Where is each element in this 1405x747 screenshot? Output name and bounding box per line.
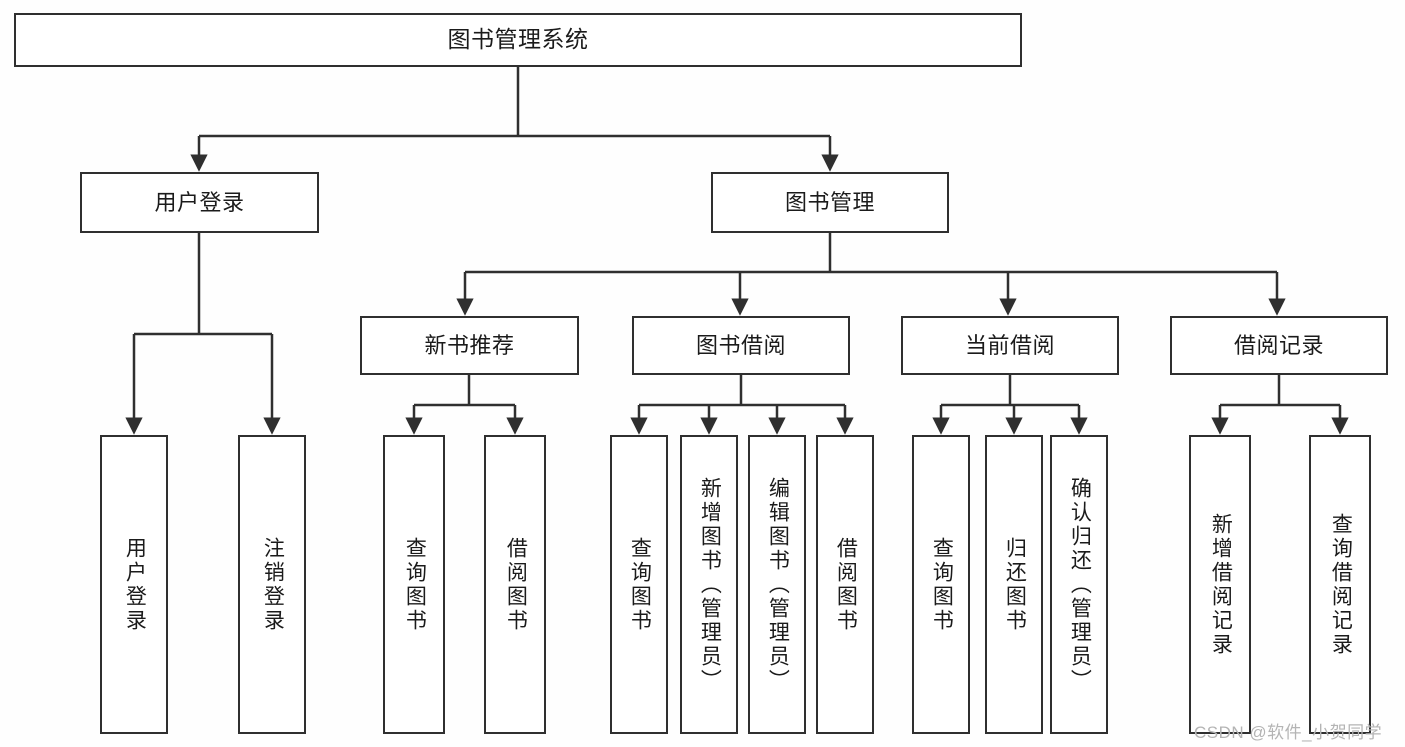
- leaf-node-12[interactable]: 新增借阅记录: [1189, 435, 1251, 734]
- node-label: 查询图书: [930, 536, 954, 633]
- node-label: 图书管理系统: [447, 26, 589, 53]
- node-label: 编辑图书（管理员）: [766, 476, 790, 693]
- leaf-node-8[interactable]: 借阅图书: [816, 435, 874, 734]
- leaf-node-1[interactable]: 用户登录: [100, 435, 168, 734]
- level2-node-2[interactable]: 图书管理: [711, 172, 949, 233]
- node-label: 当前借阅: [964, 332, 1055, 358]
- node-label: 借阅图书: [504, 536, 528, 633]
- level3-node-4[interactable]: 借阅记录: [1170, 316, 1388, 375]
- node-label: 归还图书: [1003, 536, 1027, 633]
- node-label: 查询图书: [628, 536, 652, 633]
- leaf-node-4[interactable]: 借阅图书: [484, 435, 546, 734]
- node-label: 图书管理: [784, 189, 875, 215]
- leaf-node-11[interactable]: 确认归还（管理员）: [1050, 435, 1108, 734]
- leaf-node-6[interactable]: 新增图书（管理员）: [680, 435, 738, 734]
- root-node-1[interactable]: 图书管理系统: [14, 13, 1022, 67]
- node-label: 查询借阅记录: [1329, 512, 1353, 657]
- level3-node-1[interactable]: 新书推荐: [360, 316, 579, 375]
- node-label: 图书借阅: [695, 332, 786, 358]
- node-label: 注销登录: [261, 536, 285, 633]
- node-label: 新增图书（管理员）: [698, 476, 722, 693]
- level3-node-3[interactable]: 当前借阅: [901, 316, 1119, 375]
- node-label: 查询图书: [403, 536, 427, 633]
- leaf-node-5[interactable]: 查询图书: [610, 435, 668, 734]
- leaf-node-10[interactable]: 归还图书: [985, 435, 1043, 734]
- leaf-node-13[interactable]: 查询借阅记录: [1309, 435, 1371, 734]
- node-label: 新增借阅记录: [1209, 512, 1233, 657]
- node-label: 确认归还（管理员）: [1068, 476, 1092, 693]
- node-label: 用户登录: [123, 536, 147, 633]
- node-label: 借阅图书: [834, 536, 858, 633]
- leaf-node-2[interactable]: 注销登录: [238, 435, 306, 734]
- node-label: 新书推荐: [424, 332, 515, 358]
- level3-node-2[interactable]: 图书借阅: [632, 316, 850, 375]
- node-label: 用户登录: [154, 189, 245, 215]
- leaf-node-3[interactable]: 查询图书: [383, 435, 445, 734]
- leaf-node-9[interactable]: 查询图书: [912, 435, 970, 734]
- leaf-node-7[interactable]: 编辑图书（管理员）: [748, 435, 806, 734]
- node-label: 借阅记录: [1233, 332, 1324, 358]
- csdn-watermark: CSDN @软件_小贺同学: [1194, 723, 1383, 742]
- level2-node-1[interactable]: 用户登录: [80, 172, 319, 233]
